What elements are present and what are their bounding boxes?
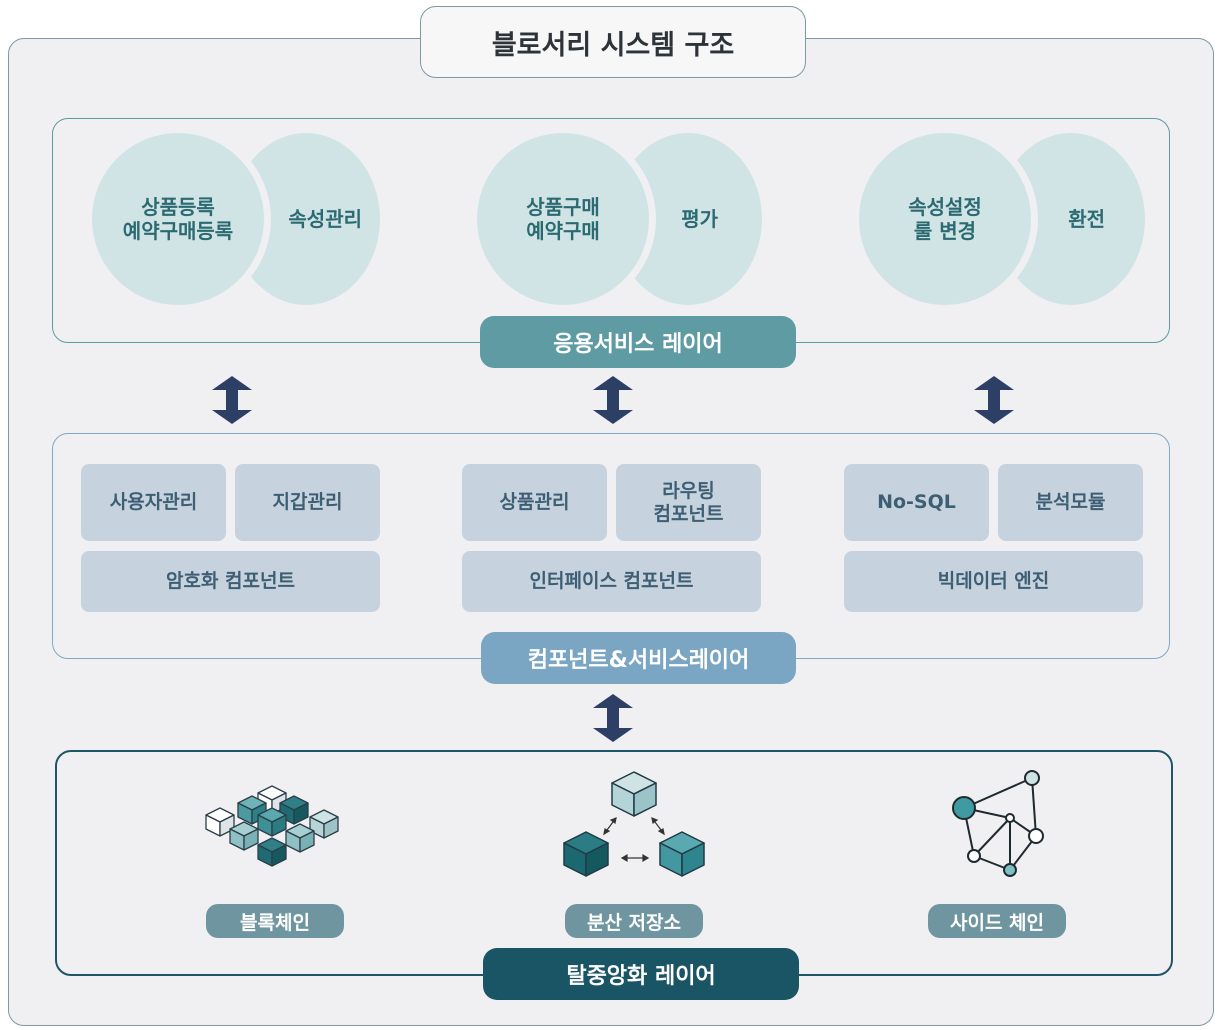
component-nosql: No-SQL (844, 464, 989, 541)
component-encryption: 암호화 컴포넌트 (81, 551, 380, 612)
app-group-2-main-label: 상품구매 예약구매 (526, 195, 600, 243)
distributed-storage-icon (563, 771, 705, 877)
app-group-1-side-label: 속성관리 (288, 207, 362, 231)
arrow-icon (593, 376, 633, 424)
component-analysis-module: 분석모듈 (998, 464, 1143, 541)
app-group-2-main-circle: 상품구매 예약구매 (470, 126, 656, 312)
component-product-management: 상품관리 (462, 464, 607, 541)
app-group-3-side-label: 환전 (1068, 207, 1105, 231)
component-bigdata-engine: 빅데이터 엔진 (844, 551, 1143, 612)
app-group-3-main-circle: 속성설정 룰 변경 (852, 126, 1038, 312)
arrow-icon (593, 694, 633, 742)
arrow-icon (974, 376, 1014, 424)
app-group-3-main-label: 속성설정 룰 변경 (908, 195, 982, 243)
component-routing: 라우팅 컴포넌트 (616, 464, 761, 541)
blockchain-label: 블록체인 (206, 904, 344, 938)
side-chain-network-icon (952, 770, 1044, 877)
component-layer-label: 컴포넌트&서비스레이어 (481, 632, 796, 684)
decentralized-layer-label: 탈중앙화 레이어 (483, 948, 799, 1000)
app-group-1-main-label: 상품등록 예약구매등록 (122, 195, 234, 243)
blockchain-cubes-icon (205, 785, 339, 867)
app-group-1-main-circle: 상품등록 예약구매등록 (85, 126, 271, 312)
side-chain-label: 사이드 체인 (928, 904, 1066, 938)
diagram-title: 블로서리 시스템 구조 (420, 6, 806, 78)
component-wallet-management: 지갑관리 (235, 464, 380, 541)
app-group-2-side-label: 평가 (681, 207, 718, 231)
distributed-storage-label: 분산 저장소 (565, 904, 703, 938)
arrow-icon (212, 376, 252, 424)
component-interface: 인터페이스 컴포넌트 (462, 551, 761, 612)
component-user-management: 사용자관리 (81, 464, 226, 541)
application-layer-label: 응용서비스 레이어 (480, 316, 796, 368)
